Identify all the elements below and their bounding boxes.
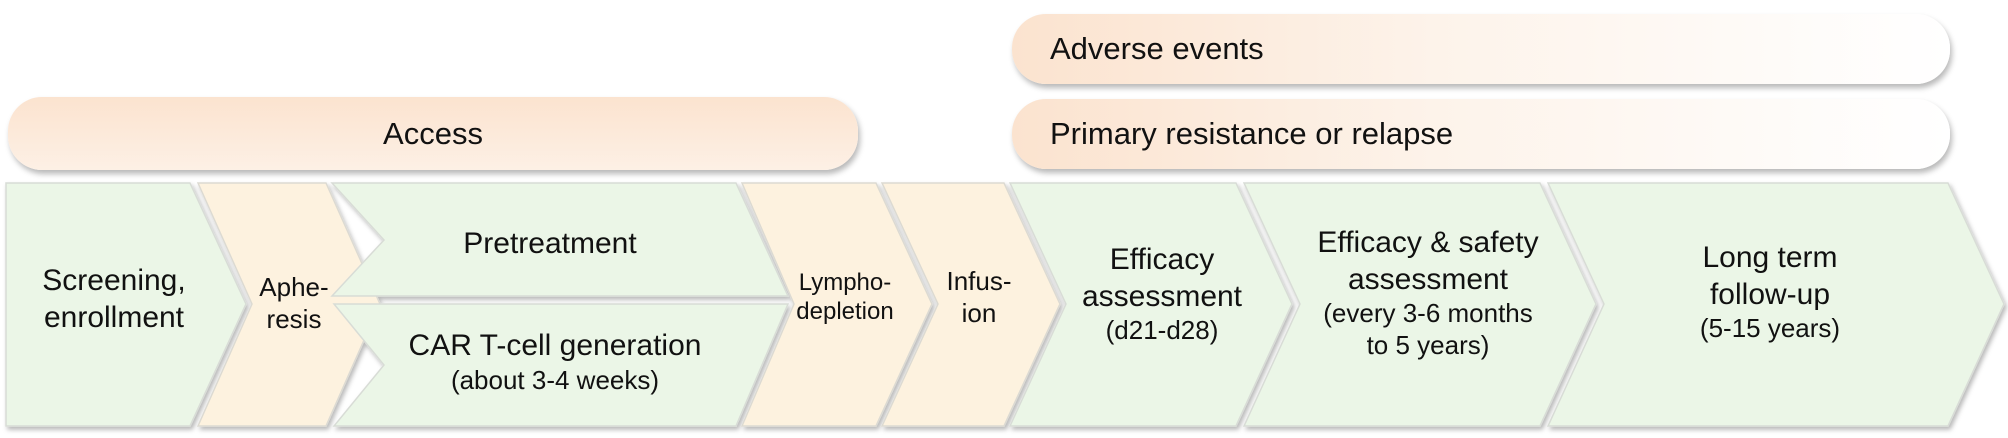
- step-lymphodepletion-arrow: [740, 182, 933, 427]
- long-term-label: Long term follow-up (5-15 years): [1699, 241, 1841, 344]
- lymphodepletion-label: Lympho- depletion: [796, 269, 894, 326]
- pretreatment-label: Pretreatment: [463, 227, 637, 260]
- efficacy-label: Efficacy assessment (d21-d28): [1081, 243, 1243, 346]
- step-apheresis-arrow: [196, 182, 381, 427]
- access-label: Access: [383, 115, 483, 151]
- step-efficacy-safety-arrow: [1242, 182, 1597, 427]
- step-long-term-arrow: [1546, 182, 2005, 427]
- infusion-label: Infus- ion: [946, 266, 1012, 328]
- resistance-relapse-bar: Primary resistance or relapse: [1012, 99, 1950, 169]
- car-t-generation-label: CAR T-cell generation (about 3-4 weeks): [408, 329, 702, 395]
- step-car-t-generation-arrow: [332, 303, 790, 427]
- step-infusion-arrow: [880, 182, 1061, 427]
- resistance-relapse-label: Primary resistance or relapse: [1050, 116, 1454, 151]
- step-pretreatment-arrow: [330, 182, 790, 297]
- adverse-events-label: Adverse events: [1050, 31, 1264, 66]
- step-efficacy-arrow: [1008, 182, 1293, 427]
- access-bar: Access: [8, 97, 858, 170]
- screening-label: Screening, enrollment: [42, 264, 186, 334]
- adverse-events-bar: Adverse events: [1012, 14, 1950, 84]
- efficacy-safety-label: Efficacy & safety assessment (every 3-6 …: [1317, 226, 1539, 360]
- apheresis-label: Aphe- resis: [259, 272, 329, 334]
- step-screening-arrow: [5, 182, 247, 427]
